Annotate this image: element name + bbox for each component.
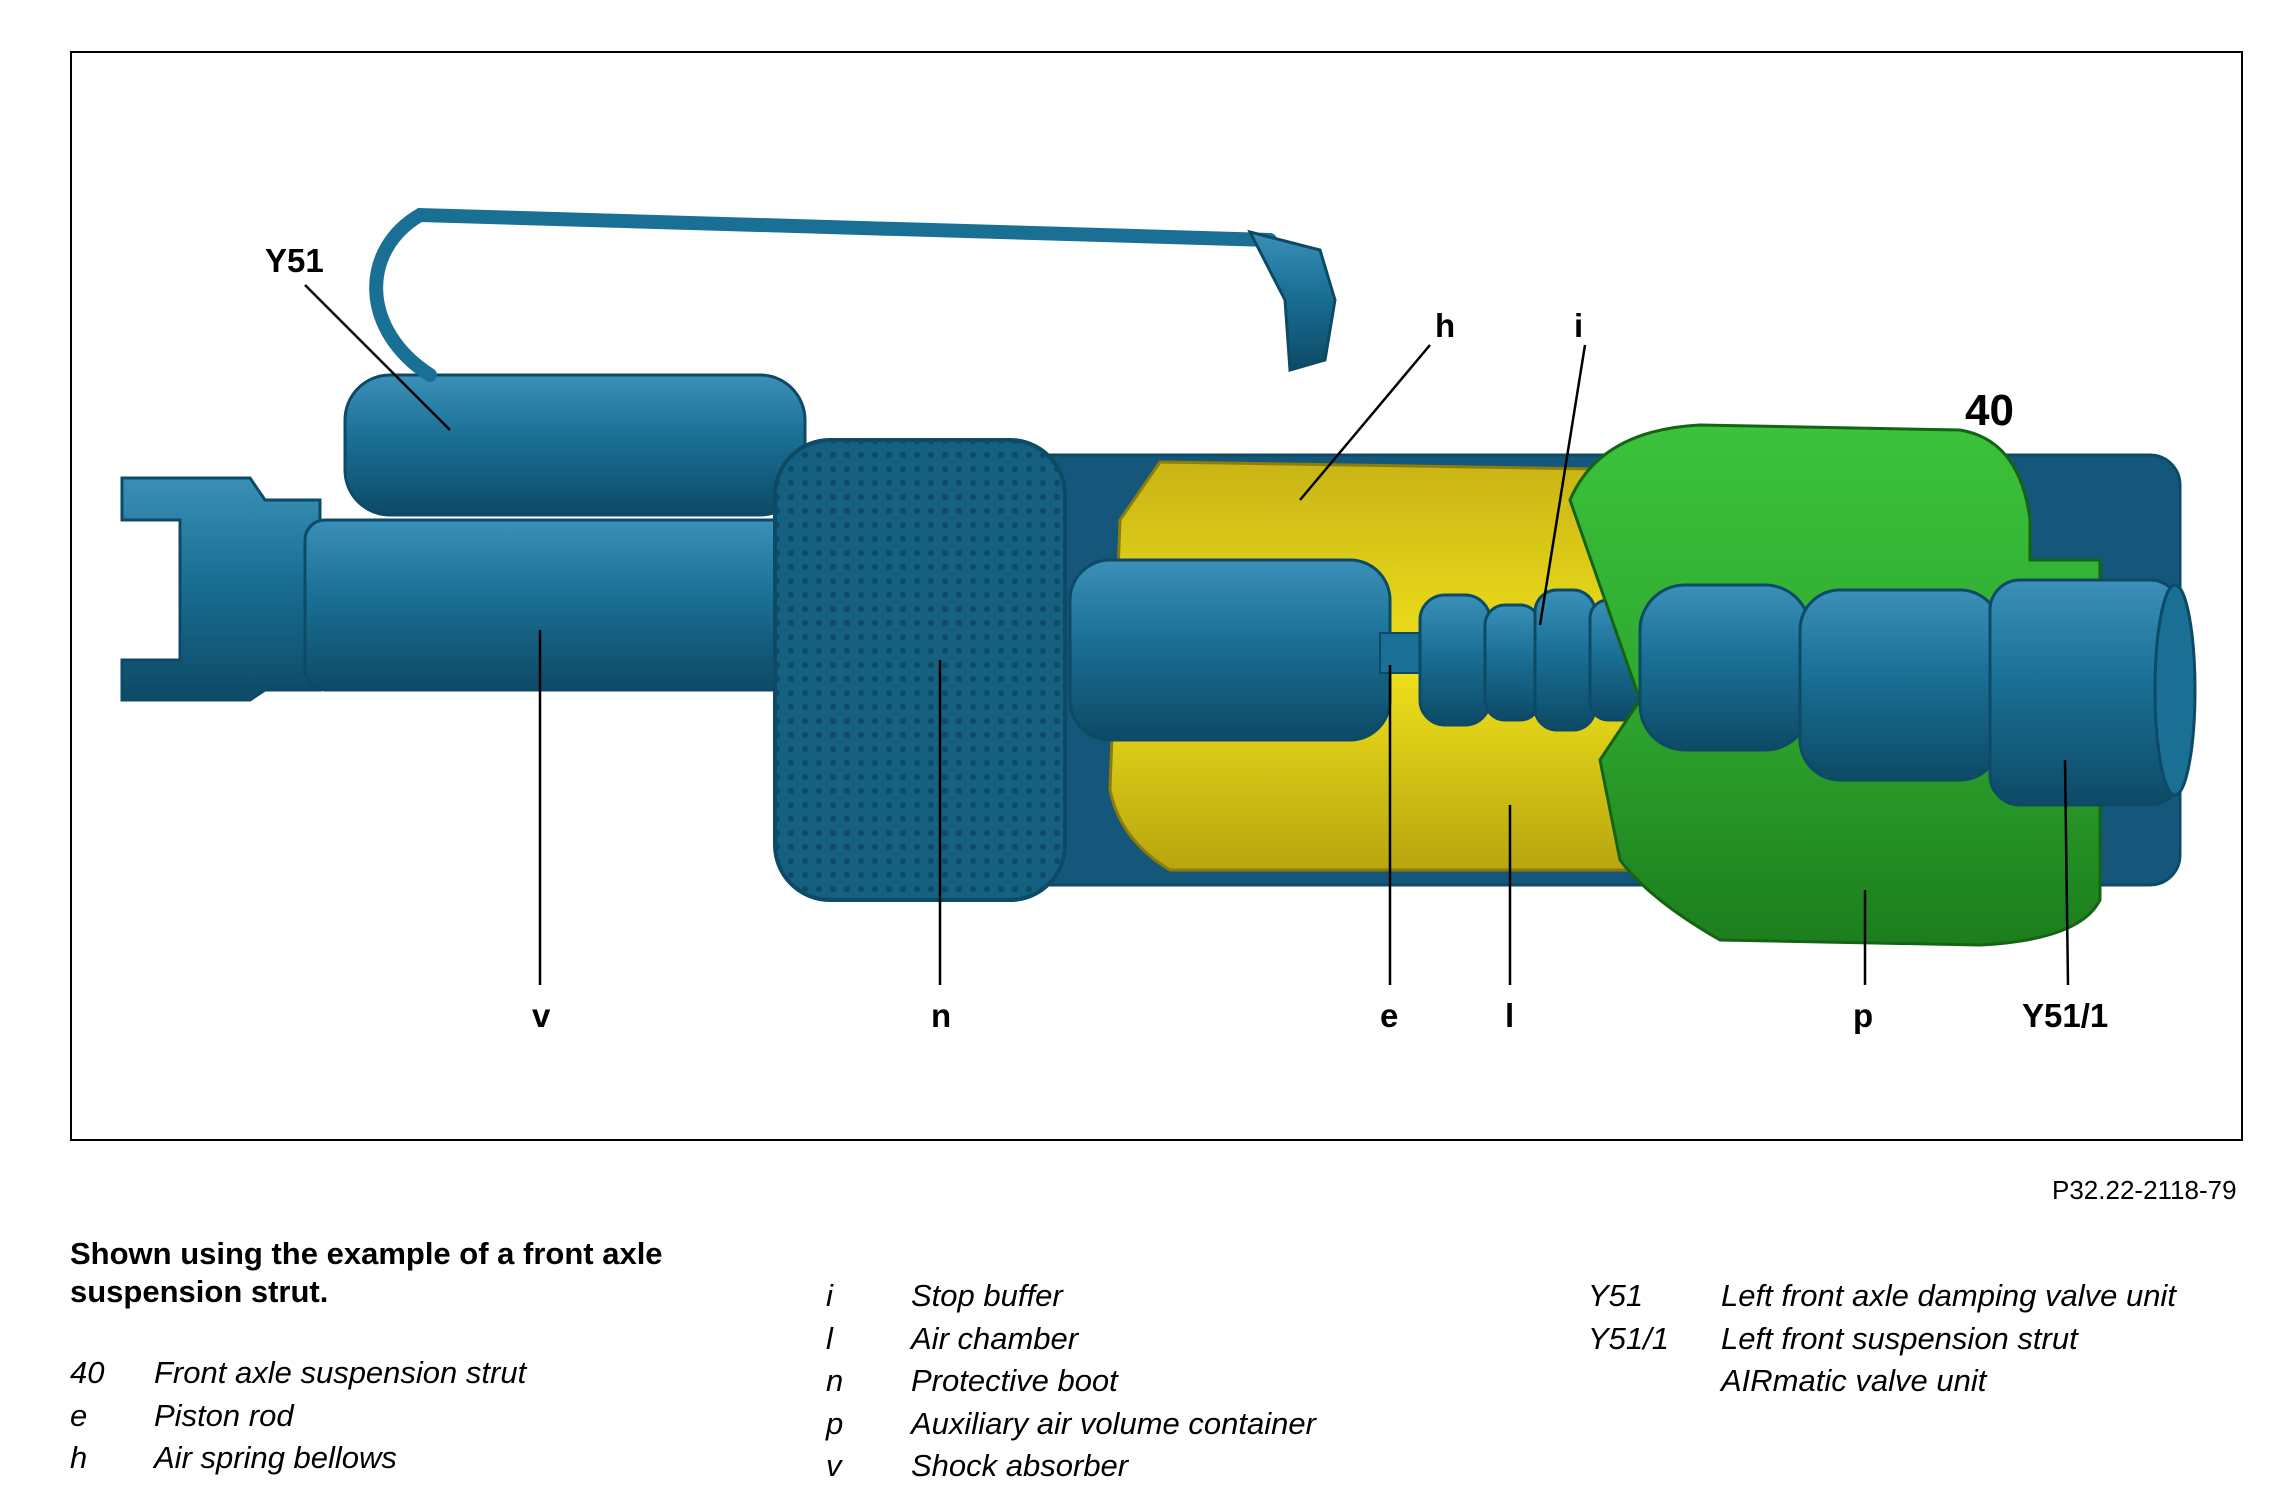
callout-y51-1: Y51/1 (2022, 997, 2108, 1034)
legend-text: Shock absorber (911, 1448, 1129, 1483)
legend-text: Stop buffer (911, 1278, 1063, 1313)
legend-text: Left front axle damping valve unit (1721, 1278, 2176, 1313)
legend-key: Y51 (1588, 1278, 1644, 1313)
callout-i: i (1574, 307, 1583, 344)
legend-item: v Shock absorber (826, 1445, 1316, 1488)
legend-text: Protective boot (911, 1363, 1118, 1398)
legend-key: v (826, 1448, 842, 1483)
leader-lines (304, 284, 2070, 986)
airmatic-valve-unit (1638, 578, 2197, 807)
legend-item: e Piston rod (70, 1395, 526, 1438)
connector-hose (369, 207, 1277, 382)
legend-text: Air spring bellows (154, 1440, 397, 1475)
callout-v: v (532, 997, 551, 1034)
stop-buffer (1418, 588, 1642, 732)
callout-e: e (1380, 997, 1398, 1034)
legend-text: Piston rod (154, 1397, 294, 1433)
legend-column-2: i Stop buffer l Air chamber n Protective… (826, 1275, 1316, 1488)
hose-elbow (1247, 229, 1337, 372)
callout-y51: Y51 (265, 242, 324, 279)
shock-absorber (303, 518, 797, 692)
legend-column-1: 40 Front axle suspension strut e Piston … (70, 1352, 526, 1480)
legend-key: i (826, 1278, 833, 1313)
legend-item: i Stop buffer (826, 1275, 1316, 1318)
legend-text: Front axle suspension strut (154, 1355, 527, 1390)
legend-item: n Protective boot (826, 1360, 1316, 1403)
legend-key: n (826, 1363, 844, 1398)
legend-key: p (826, 1405, 844, 1441)
legend-text: Auxiliary air volume container (911, 1405, 1316, 1441)
legend-item: Y51/1 Left front suspension strut AIRmat… (1588, 1318, 2176, 1403)
legend-key: e (70, 1397, 88, 1433)
leader-i (1538, 344, 1587, 626)
legend-key: l (826, 1320, 833, 1356)
legend-item: l Air chamber (826, 1318, 1316, 1361)
callout-n: n (931, 997, 951, 1034)
legend-key: Y51/1 (1588, 1320, 1670, 1356)
legend-column-3: Y51 Left front axle damping valve unit Y… (1588, 1275, 2176, 1403)
legend-item: 40 Front axle suspension strut (70, 1352, 526, 1395)
legend-item: Y51 Left front axle damping valve unit (1588, 1275, 2176, 1318)
legend-key: 40 (70, 1355, 105, 1390)
legend-text: Left front suspension strut AIRmatic val… (1721, 1320, 2078, 1399)
leader-h (1299, 344, 1431, 501)
figure-caption: Shown using the example of a front axle … (70, 1236, 663, 1309)
callout-h: h (1435, 307, 1455, 344)
protective-boot (773, 438, 1067, 902)
leader-y51-1 (2063, 759, 2070, 986)
piston-cylinder (1068, 558, 1392, 742)
callout-p: p (1853, 997, 1873, 1034)
legend-text: Air chamber (911, 1320, 1079, 1356)
callout-l: l (1505, 997, 1514, 1034)
legend-item: p Auxiliary air volume container (826, 1403, 1316, 1446)
callout-40: 40 (1965, 386, 2014, 435)
figure-reference-code: P32.22-2118-79 (2052, 1175, 2237, 1205)
leader-y51 (304, 284, 451, 431)
damping-valve-unit (343, 373, 807, 517)
mounting-bracket (120, 476, 322, 702)
legend-key: h (70, 1440, 88, 1475)
legend-item: h Air spring bellows (70, 1437, 526, 1480)
